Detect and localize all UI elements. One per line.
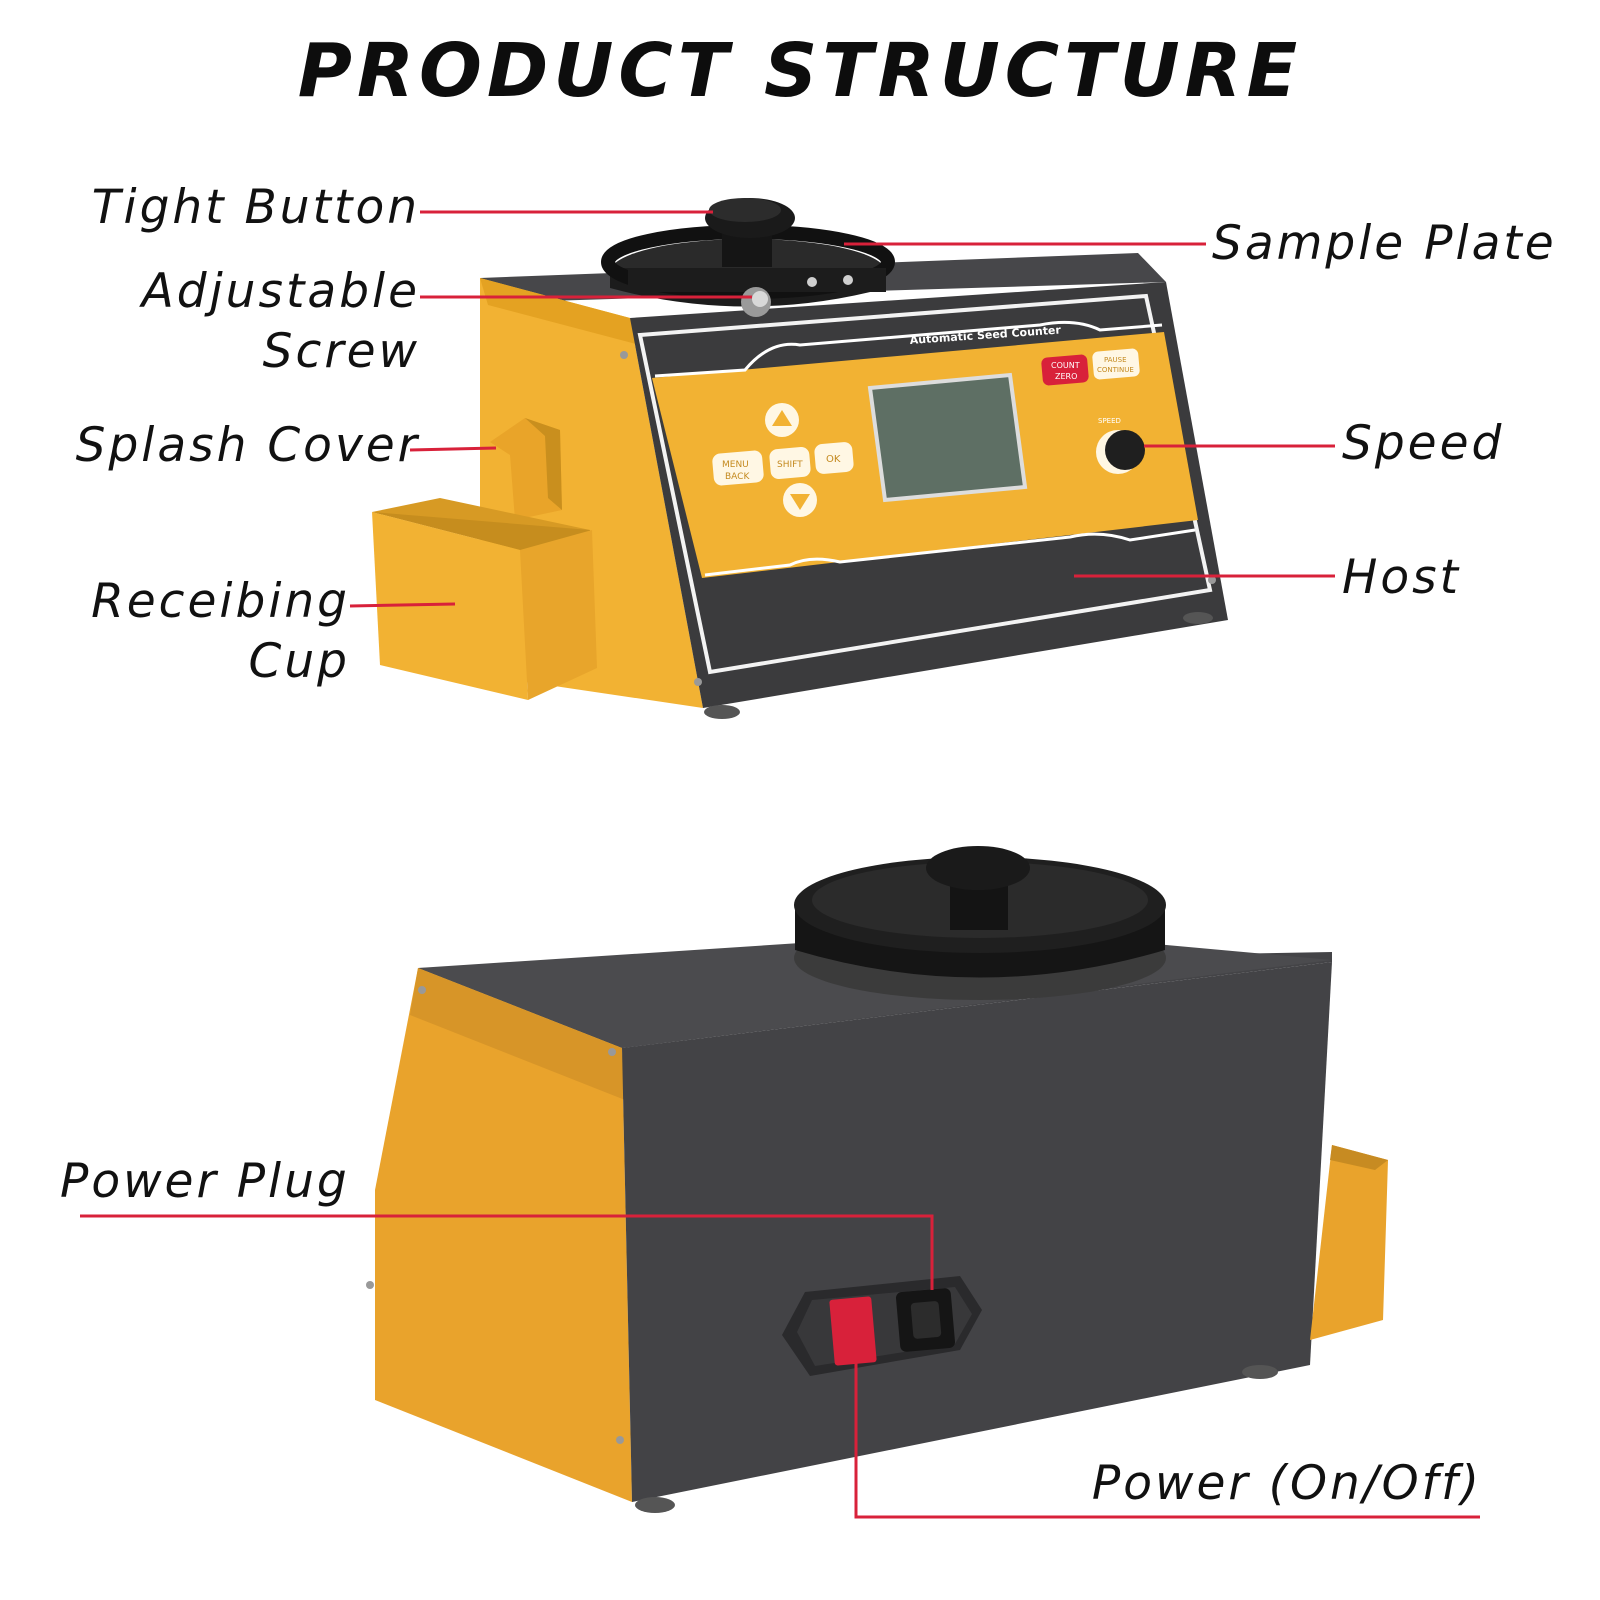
top-device: Automatic Seed Counter MENU BACK SHIFT O… xyxy=(372,198,1228,719)
splash-cover xyxy=(490,418,562,520)
label-host: Host xyxy=(1342,550,1462,605)
sample-plate-rear xyxy=(794,846,1166,1000)
count-zero-button[interactable] xyxy=(1041,354,1089,386)
pause-continue-label-2: CONTINUE xyxy=(1097,366,1134,374)
label-speed: Speed xyxy=(1342,416,1505,471)
label-adjustable-screw-line1: Adjustable xyxy=(141,264,420,319)
adjustable-screw[interactable] xyxy=(741,287,771,317)
down-arrow-icon xyxy=(790,494,810,510)
menu-back-label-1: MENU xyxy=(722,460,749,470)
shift-button[interactable] xyxy=(769,446,811,480)
power-switch[interactable] xyxy=(829,1296,877,1366)
label-receibing-cup-line2: Cup xyxy=(248,634,350,689)
label-splash-cover: Splash Cover xyxy=(75,418,420,473)
count-zero-label-2: ZERO xyxy=(1055,372,1077,381)
ok-button[interactable] xyxy=(814,441,854,474)
ok-label: OK xyxy=(826,454,841,465)
power-plug-socket xyxy=(895,1288,956,1352)
label-power-plug: Power Plug xyxy=(60,1154,350,1209)
tight-button[interactable] xyxy=(705,198,795,267)
menu-back-label-2: BACK xyxy=(725,472,750,482)
shift-label: SHIFT xyxy=(777,460,803,470)
label-power-switch: Power (On/Off) xyxy=(1091,1456,1482,1511)
speed-knob[interactable] xyxy=(1105,430,1145,470)
page-title: PRODUCT STRUCTURE xyxy=(297,28,1303,114)
up-arrow-icon xyxy=(772,410,792,426)
label-sample-plate: Sample Plate xyxy=(1212,216,1557,271)
lcd-screen xyxy=(867,372,1028,503)
label-tight-button: Tight Button xyxy=(91,180,420,235)
count-zero-label-1: COUNT xyxy=(1051,361,1080,370)
label-receibing-cup-line1: Receibing xyxy=(91,574,350,629)
pause-continue-button[interactable] xyxy=(1092,348,1140,380)
bottom-device xyxy=(366,846,1388,1513)
speed-caption: SPEED xyxy=(1098,417,1121,425)
label-adjustable-screw-line2: Screw xyxy=(262,324,420,379)
menu-back-button[interactable] xyxy=(712,450,765,486)
leader-lines xyxy=(80,210,1480,1519)
receiving-cup xyxy=(372,498,597,700)
pause-continue-label-1: PAUSE xyxy=(1104,356,1127,364)
